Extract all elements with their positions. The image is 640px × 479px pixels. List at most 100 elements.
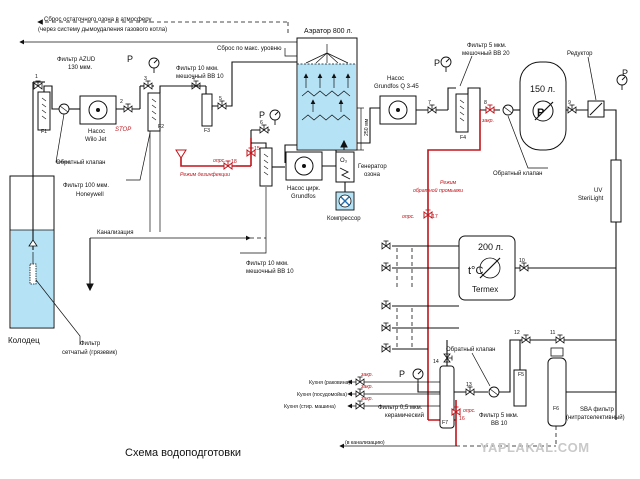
disinfection-circuit: 18 опрс. Режим дезинфекции 15: [175, 138, 260, 178]
svg-text:130 мкм.: 130 мкм.: [68, 65, 93, 71]
valve-8[interactable]: 8 закр.: [481, 100, 495, 124]
svg-text:SteriLight: SteriLight: [578, 196, 604, 202]
svg-text:обратной промывки: обратной промывки: [413, 187, 463, 194]
filter-f3: Фильтр 10 мкм. мешочный ВВ 10 4 F3: [176, 66, 224, 134]
svg-text:закр.: закр.: [360, 384, 373, 390]
filter-f2-honeywell: 3 P F2 Фильтр 100 мкм. Honeywell: [63, 54, 164, 198]
aerator-height-label: 250 мм: [364, 118, 370, 136]
svg-text:P: P: [127, 54, 133, 64]
filter-f5: F5 Фильтр 5 мкм. ВВ 10: [479, 340, 527, 427]
svg-text:P: P: [622, 68, 628, 78]
svg-text:Wilo Jet: Wilo Jet: [85, 137, 107, 143]
svg-text:F2: F2: [158, 124, 164, 130]
svg-text:10: 10: [519, 258, 525, 264]
svg-text:P: P: [259, 110, 265, 120]
svg-text:14: 14: [433, 359, 439, 365]
svg-text:Редуктор: Редуктор: [567, 51, 593, 57]
svg-text:Генератор: Генератор: [358, 164, 387, 170]
valve-10[interactable]: 10: [519, 258, 529, 272]
svg-text:Фильтр 10 мкм.: Фильтр 10 мкм.: [246, 261, 289, 267]
kitchen-dishwasher: Кухня (посудомойка): [297, 391, 347, 398]
svg-text:Обратный клапан: Обратный клапан: [493, 170, 542, 177]
svg-text:6: 6: [260, 120, 263, 126]
reducer: Редуктор P: [567, 51, 628, 160]
sewer-line: Канализация: [86, 230, 266, 292]
valve-12[interactable]: 12: [514, 330, 531, 344]
svg-text:опрс.: опрс.: [402, 214, 415, 220]
kitchen-sink: Кухня (раковина): [309, 380, 350, 386]
ozone-exhaust-note: Сброс остаточного озона в атмосферу (чер…: [37, 17, 290, 36]
svg-text:Фильтр 5 мкм.: Фильтр 5 мкм.: [479, 413, 519, 419]
valve-7[interactable]: 7: [427, 100, 437, 114]
svg-text:закр.: закр.: [481, 118, 494, 124]
svg-text:Фильтр 100 мкм.: Фильтр 100 мкм.: [63, 183, 109, 189]
svg-text:3: 3: [144, 76, 147, 82]
svg-text:Фильтр AZUD: Фильтр AZUD: [57, 57, 96, 63]
svg-text:Аэратор 800 л.: Аэратор 800 л.: [304, 28, 353, 35]
valve-6[interactable]: 6 P: [250, 109, 281, 138]
pump-circ-grundfos: Насос цирк. Grundfos: [285, 149, 344, 200]
svg-text:F6: F6: [553, 406, 559, 412]
svg-text:керамический: керамический: [385, 412, 424, 419]
svg-text:мешочный ВВ 20: мешочный ВВ 20: [462, 50, 510, 57]
svg-text:Фильтр: Фильтр: [80, 341, 101, 347]
svg-text:Насос: Насос: [387, 76, 404, 82]
svg-text:O₃: O₃: [340, 158, 348, 164]
svg-text:Grundfos: Grundfos: [291, 194, 316, 200]
valve-5[interactable]: 5: [217, 96, 227, 110]
aerator-tank: 250 мм: [296, 37, 370, 151]
svg-text:16: 16: [459, 416, 465, 422]
filter-f4: Фильтр 5 мкм. мешочный ВВ 20 P F4: [434, 43, 510, 141]
ozone-generator: O₃ Генератор озона: [335, 151, 387, 183]
well: Колодец: [8, 175, 55, 345]
svg-text:13: 13: [466, 382, 472, 388]
filter-f6-sba: F6 SBA фильтр (нитратселективный): [547, 347, 625, 427]
svg-text:Компрессор: Компрессор: [327, 216, 361, 222]
svg-text:Фильтр 0,5 мкм.: Фильтр 0,5 мкм.: [378, 405, 423, 411]
kitchen-washer: Кухня (стир. машина): [284, 404, 336, 410]
svg-text:Honeywell: Honeywell: [76, 192, 104, 198]
svg-text:t°C: t°C: [468, 265, 483, 277]
svg-text:опрс.: опрс.: [213, 158, 226, 164]
svg-text:4: 4: [192, 76, 195, 82]
filter-10-lower: Фильтр 10 мкм. мешочный ВВ 10: [240, 142, 294, 275]
svg-text:11: 11: [550, 330, 555, 336]
svg-text:200 л.: 200 л.: [478, 242, 503, 252]
svg-text:5: 5: [219, 96, 222, 102]
pump-grundfos-q345: Насос Grundfos Q 3-45: [374, 76, 448, 125]
svg-text:F1: F1: [41, 129, 47, 135]
svg-text:F3: F3: [204, 128, 210, 134]
svg-text:ВВ 10: ВВ 10: [491, 421, 508, 427]
valve-16[interactable]: 16 опрс.: [451, 400, 476, 430]
tank-150: 150 л. P: [513, 61, 590, 151]
svg-text:Фильтр 5 мкм.: Фильтр 5 мкм.: [467, 43, 507, 49]
svg-text:1: 1: [35, 74, 38, 80]
svg-text:мешочный ВВ 10: мешочный ВВ 10: [176, 73, 224, 80]
svg-text:F7: F7: [442, 420, 448, 426]
valve-2[interactable]: 2: [120, 99, 133, 113]
svg-text:8: 8: [484, 100, 487, 106]
svg-text:15: 15: [254, 146, 260, 152]
filter-f7-ceramic: P F7 14 Фильтр 0,5 мкм. керамический: [378, 340, 455, 429]
watermark: YAPLAKAL.COM: [480, 440, 590, 455]
filter-f1-azud: Фильтр AZUD 130 мкм. F1 1: [32, 57, 96, 140]
svg-text:2: 2: [120, 99, 123, 105]
valve-9[interactable]: 9: [567, 100, 577, 114]
svg-text:Канализация: Канализация: [97, 230, 133, 236]
svg-text:STOP: STOP: [115, 127, 131, 133]
svg-text:7: 7: [428, 100, 431, 106]
svg-text:Termex: Termex: [472, 285, 498, 294]
svg-text:18: 18: [231, 159, 237, 165]
svg-text:Режим: Режим: [440, 180, 457, 186]
boiler-termex: 200 л. t°C Termex: [458, 235, 616, 301]
svg-text:P: P: [399, 369, 405, 379]
svg-text:Фильтр 10 мкм.: Фильтр 10 мкм.: [176, 66, 219, 72]
svg-text:150 л.: 150 л.: [530, 84, 555, 94]
diagram-title: Схема водоподготовки: [125, 447, 241, 459]
valve-11[interactable]: 11: [550, 330, 565, 344]
svg-text:(в канализацию): (в канализацию): [345, 440, 385, 446]
svg-text:опрс.: опрс.: [463, 408, 476, 414]
svg-text:мешочный ВВ 10: мешочный ВВ 10: [246, 268, 294, 275]
svg-text:Обратный клапан: Обратный клапан: [446, 346, 495, 353]
